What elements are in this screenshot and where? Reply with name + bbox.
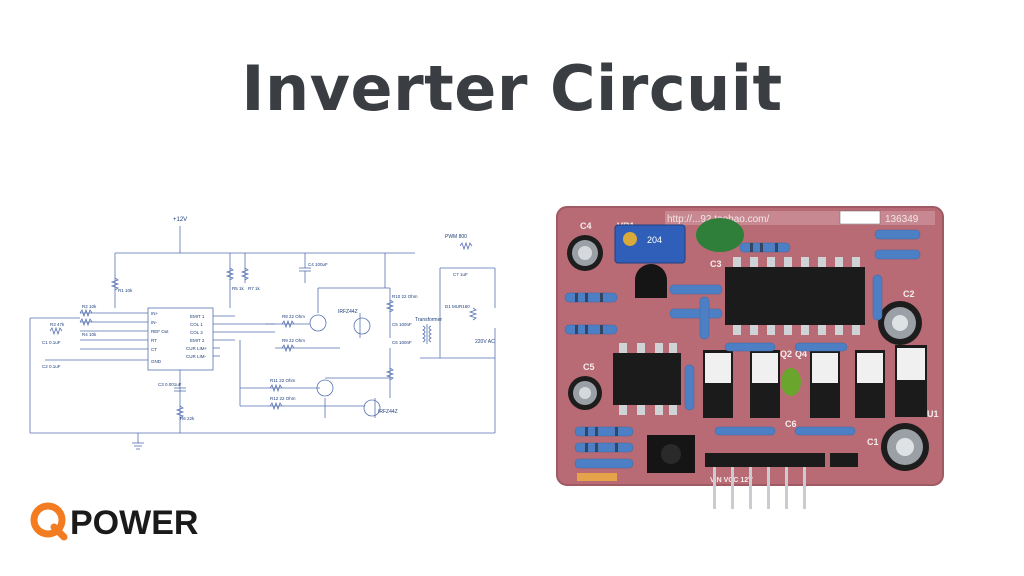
ic-pin-right-4: EMIT 2 (190, 338, 205, 343)
part-c7: C7 1uF (453, 272, 468, 277)
ic-pin-right-1: EMIT 1 (190, 314, 205, 319)
label-c2: C2 (903, 289, 915, 299)
part-r6: R6 22k (180, 416, 195, 421)
q-logo-icon (30, 502, 68, 541)
part-r10: R10 22 Ohm (392, 294, 418, 299)
power-mosfets (703, 345, 927, 418)
qpower-logo: POWER (30, 502, 198, 542)
part-c3: C3 0.001uF (158, 382, 182, 387)
electrolytic-capacitor-c5 (568, 376, 602, 410)
mosfet-bottom-label: IRFZ44Z (378, 409, 398, 415)
ic-pin-right-6: CUR LIM- (186, 354, 207, 359)
part-r7: R7 1k (248, 286, 261, 291)
part-d1: D1 MUR160 (445, 304, 470, 309)
electrolytic-capacitor-c2 (878, 301, 922, 345)
part-r8: R8 22 Ohm (282, 314, 305, 319)
part-c2: C2 0.1uF (42, 364, 61, 369)
ic-chip-small (613, 343, 681, 415)
label-q4: Q4 (795, 349, 807, 359)
label-c1: C1 (867, 437, 879, 447)
page-title: Inverter Circuit (241, 52, 783, 125)
label-c5: C5 (583, 362, 595, 372)
ic-pin-right-3: COL 2 (190, 330, 203, 335)
ic-pin-left-5: CT (151, 347, 157, 352)
label-q2: Q2 (780, 349, 792, 359)
diode (577, 473, 617, 481)
logo-text: POWER (70, 504, 198, 542)
ic-chip-large (725, 257, 865, 335)
resistors (564, 229, 921, 469)
film-capacitor (696, 218, 744, 252)
output-label: 220V AC (475, 339, 495, 345)
part-r4: R4 10k (82, 332, 97, 337)
mosfet-top-label: IRFZ44Z (338, 309, 358, 315)
label-c6: C6 (785, 419, 797, 429)
part-r1: R1 10k (118, 288, 133, 293)
label-c4: C4 (580, 221, 592, 231)
pwm-label: PWM 800 (445, 234, 467, 240)
part-c1: C1 0.1uF (42, 340, 61, 345)
part-c5: C5 100nF (392, 322, 412, 327)
transistor-to92 (635, 264, 667, 298)
ic-pin-left-2: IN- (151, 320, 158, 325)
ic-pin-right-5: CUR LIM+ (186, 346, 208, 351)
ic-pin-left-3: REF Out (151, 329, 169, 334)
ic-pin-right-2: COL 1 (190, 322, 203, 327)
pin-header (705, 453, 825, 509)
part-r11: R11 22 Ohm (270, 378, 295, 383)
pot-value: 204 (647, 235, 662, 245)
part-r2: R2 10k (82, 304, 97, 309)
part-c6: C6 100nF (392, 340, 412, 345)
electrolytic-capacitor-c1 (881, 423, 929, 471)
electrolytic-capacitor-c4 (567, 235, 603, 271)
inverter-pcb-board: http://...92.taobao.com/ 136349 C4 VR1 C… (556, 206, 944, 509)
transformer-label: Transformer (415, 317, 442, 323)
ic-pin-left-6: GND (151, 359, 162, 364)
ic-pin-left-4: RT (151, 338, 157, 343)
inverter-schematic: +12V PWM 800 Transformer 220V AC IRFZ44Z… (29, 217, 496, 450)
supply-label: +12V (173, 217, 187, 223)
part-r3: R3 47k (50, 322, 65, 327)
board-code: 136349 (885, 214, 919, 225)
part-c4: C4 100uF (308, 262, 328, 267)
label-c3: C3 (710, 259, 722, 269)
part-r5: R5 1k (232, 286, 245, 291)
ic-pin-left-1: IN+ (151, 311, 159, 316)
label-u1: U1 (927, 409, 939, 419)
part-r12: R12 22 Ohm (270, 396, 296, 401)
part-r9: R9 22 Ohm (282, 338, 305, 343)
